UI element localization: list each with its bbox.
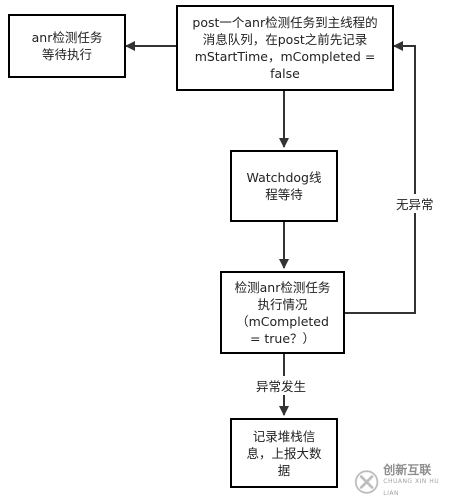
- record-node: 记录堆栈信 息，上报大数 据: [230, 418, 338, 488]
- post-task-text: post一个anr检测任务到主线程的 消息队列，在post之前先记录 mStar…: [192, 15, 378, 81]
- post-task-node: post一个anr检测任务到主线程的 消息队列，在post之前先记录 mStar…: [176, 5, 394, 91]
- record-text: 记录堆栈信 息，上报大数 据: [246, 428, 322, 478]
- watchdog-wait-node: Watchdog线 程等待: [230, 150, 338, 222]
- edge-label-exception: 异常发生: [254, 376, 309, 395]
- anr-wait-text: anr检测任务 等待执行: [31, 30, 103, 62]
- check-task-node: 检测anr检测任务 执行情况 （mCompleted = true？）: [220, 271, 345, 354]
- anr-wait-node: anr检测任务 等待执行: [8, 14, 126, 78]
- check-task-text: 检测anr检测任务 执行情况 （mCompleted = true？）: [234, 279, 331, 346]
- watermark-en: CHUANG XIN HU LIAN: [383, 478, 440, 497]
- watchdog-wait-text: Watchdog线 程等待: [246, 170, 322, 202]
- x-logo-icon: [354, 470, 379, 494]
- edge-check-back-to-post: [345, 41, 416, 314]
- edge-label-no-exception: 无异常: [394, 194, 436, 213]
- watermark: 创新互联 CHUANG XIN HU LIAN: [354, 463, 450, 498]
- watermark-cn: 创新互联: [383, 463, 432, 477]
